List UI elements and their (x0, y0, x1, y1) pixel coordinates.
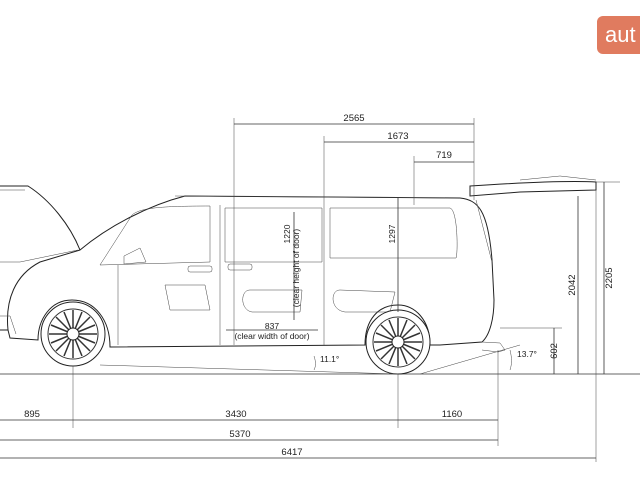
angle-label-11: 11.1° (320, 354, 339, 364)
departure-angle: 13.7° (419, 344, 537, 375)
dim-label-5370: 5370 (229, 429, 250, 440)
site-logo[interactable]: aut (597, 16, 640, 54)
dim-label-1160: 1160 (442, 409, 462, 420)
rear-wheel (365, 309, 431, 375)
dim-label-895: 895 (24, 409, 40, 420)
dim-895-3430-1160: 895 3430 1160 (0, 350, 499, 446)
dim-2042: 2042 (567, 196, 579, 374)
dim-5370: 5370 (0, 429, 498, 441)
dim-door-height: 1220 (clear height of door) (282, 212, 301, 320)
dim-label-1673: 1673 (387, 131, 408, 142)
dim-6417: 6417 (0, 190, 597, 462)
dim-602: 602 (500, 327, 562, 374)
angle-label-13: 13.7° (517, 349, 537, 359)
dim-label-door-width: (clear width of door) (234, 331, 309, 341)
dim-door-width: 837 (clear width of door) (226, 321, 318, 341)
dim-label-1297: 1297 (387, 224, 397, 243)
dim-label-1220: 1220 (282, 224, 292, 243)
dim-719: 719 (413, 150, 474, 205)
dim-label-719: 719 (436, 150, 452, 161)
dim-2565: 2565 (233, 113, 475, 345)
dim-label-2565: 2565 (343, 113, 364, 124)
dim-label-2042: 2042 (567, 274, 578, 295)
ramp-angle: 11.1° (99, 354, 399, 375)
dim-label-6417: 6417 (281, 447, 302, 458)
dim-2205: 2205 (596, 181, 620, 374)
front-wheel (40, 301, 106, 367)
dim-label-2205: 2205 (604, 267, 615, 288)
dim-1673: 1673 (323, 131, 474, 205)
dim-label-602: 602 (549, 343, 560, 359)
dim-label-door-height: (clear height of door) (291, 229, 301, 308)
dim-1297: 1297 (387, 198, 399, 312)
dim-label-837: 837 (265, 321, 279, 331)
dim-label-3430: 3430 (225, 409, 246, 420)
